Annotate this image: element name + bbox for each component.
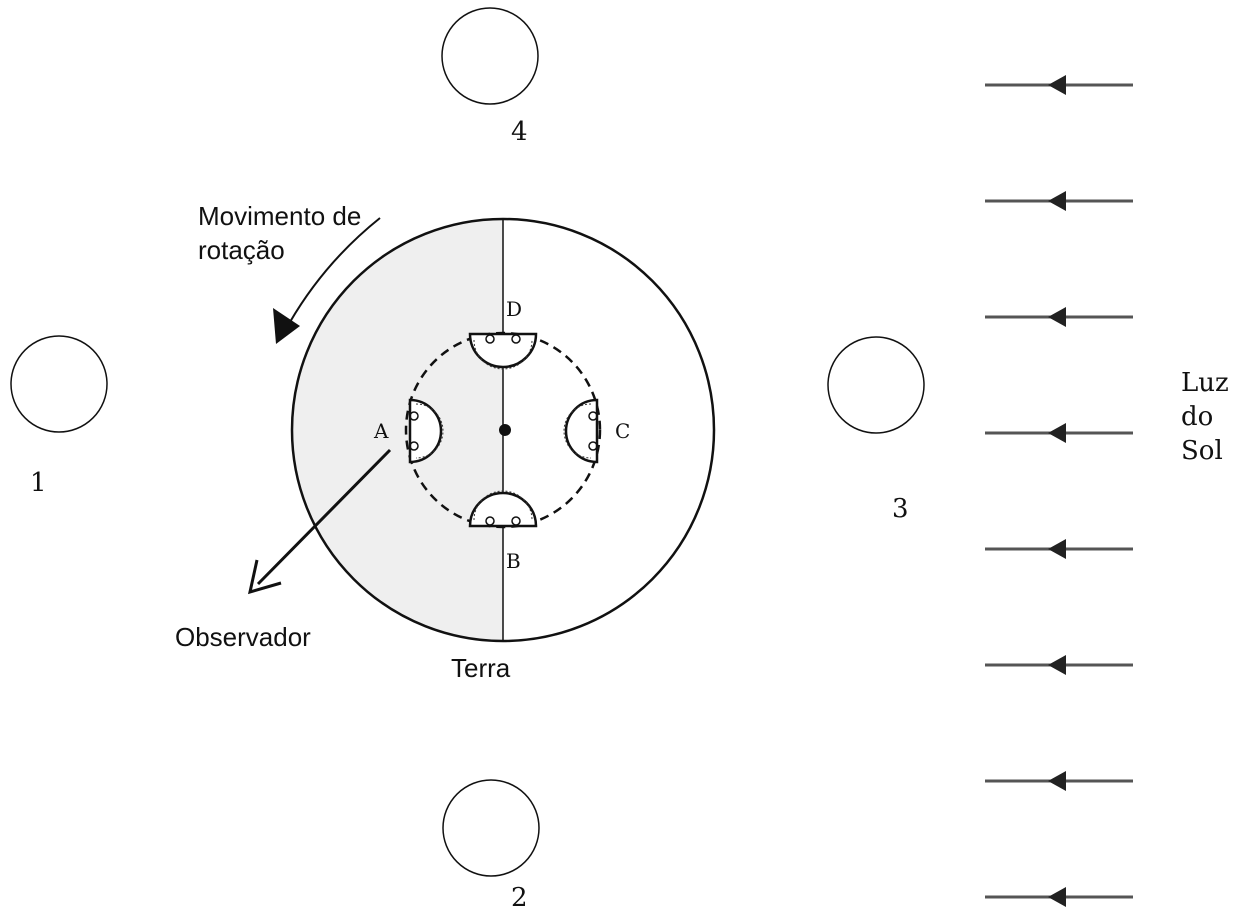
rotation-arrow (273, 217, 381, 344)
moon-label-3: 3 (892, 494, 909, 524)
moon-2 (442, 779, 540, 877)
sunlight-ray-arrow (985, 771, 1133, 791)
moon-4 (441, 7, 539, 105)
moon-3 (827, 336, 925, 434)
point-label-d: D (506, 297, 522, 321)
earth-night-side (292, 219, 503, 641)
sunlight-ray-arrow (985, 655, 1133, 675)
rotation-label-line1: Movimento de (198, 201, 361, 231)
observer-head-c (563, 398, 599, 464)
moon-1 (10, 335, 108, 433)
rotation-label-line2: rotação (198, 235, 285, 265)
moon-label-2: 2 (511, 883, 528, 913)
sunlight-ray-arrow (985, 887, 1133, 907)
point-label-c: C (615, 419, 630, 443)
earth (290, 217, 716, 643)
sunlight-label-line2: do (1181, 402, 1213, 432)
observer-arrow (247, 448, 392, 595)
sunlight-label-line3: Sol (1181, 436, 1223, 466)
earth-center-dot (499, 424, 511, 436)
observer-head-d (468, 332, 538, 370)
sunlight-ray-arrow (985, 75, 1133, 95)
sunlight-rays (985, 75, 1133, 907)
sunlight-label-line1: Luz (1181, 368, 1229, 398)
sunlight-ray-arrow (985, 539, 1133, 559)
sunlight-ray-arrow (985, 307, 1133, 327)
earth-label: Terra (451, 653, 511, 683)
moon-label-1: 1 (30, 468, 47, 498)
observer-head-a (408, 398, 444, 464)
point-label-a: A (373, 419, 389, 443)
moon-label-4: 4 (511, 117, 528, 147)
point-label-b: B (506, 549, 521, 573)
observer-label: Observador (175, 622, 311, 652)
sunlight-ray-arrow (985, 423, 1133, 443)
observer-head-b (468, 490, 538, 528)
sunlight-ray-arrow (985, 191, 1133, 211)
